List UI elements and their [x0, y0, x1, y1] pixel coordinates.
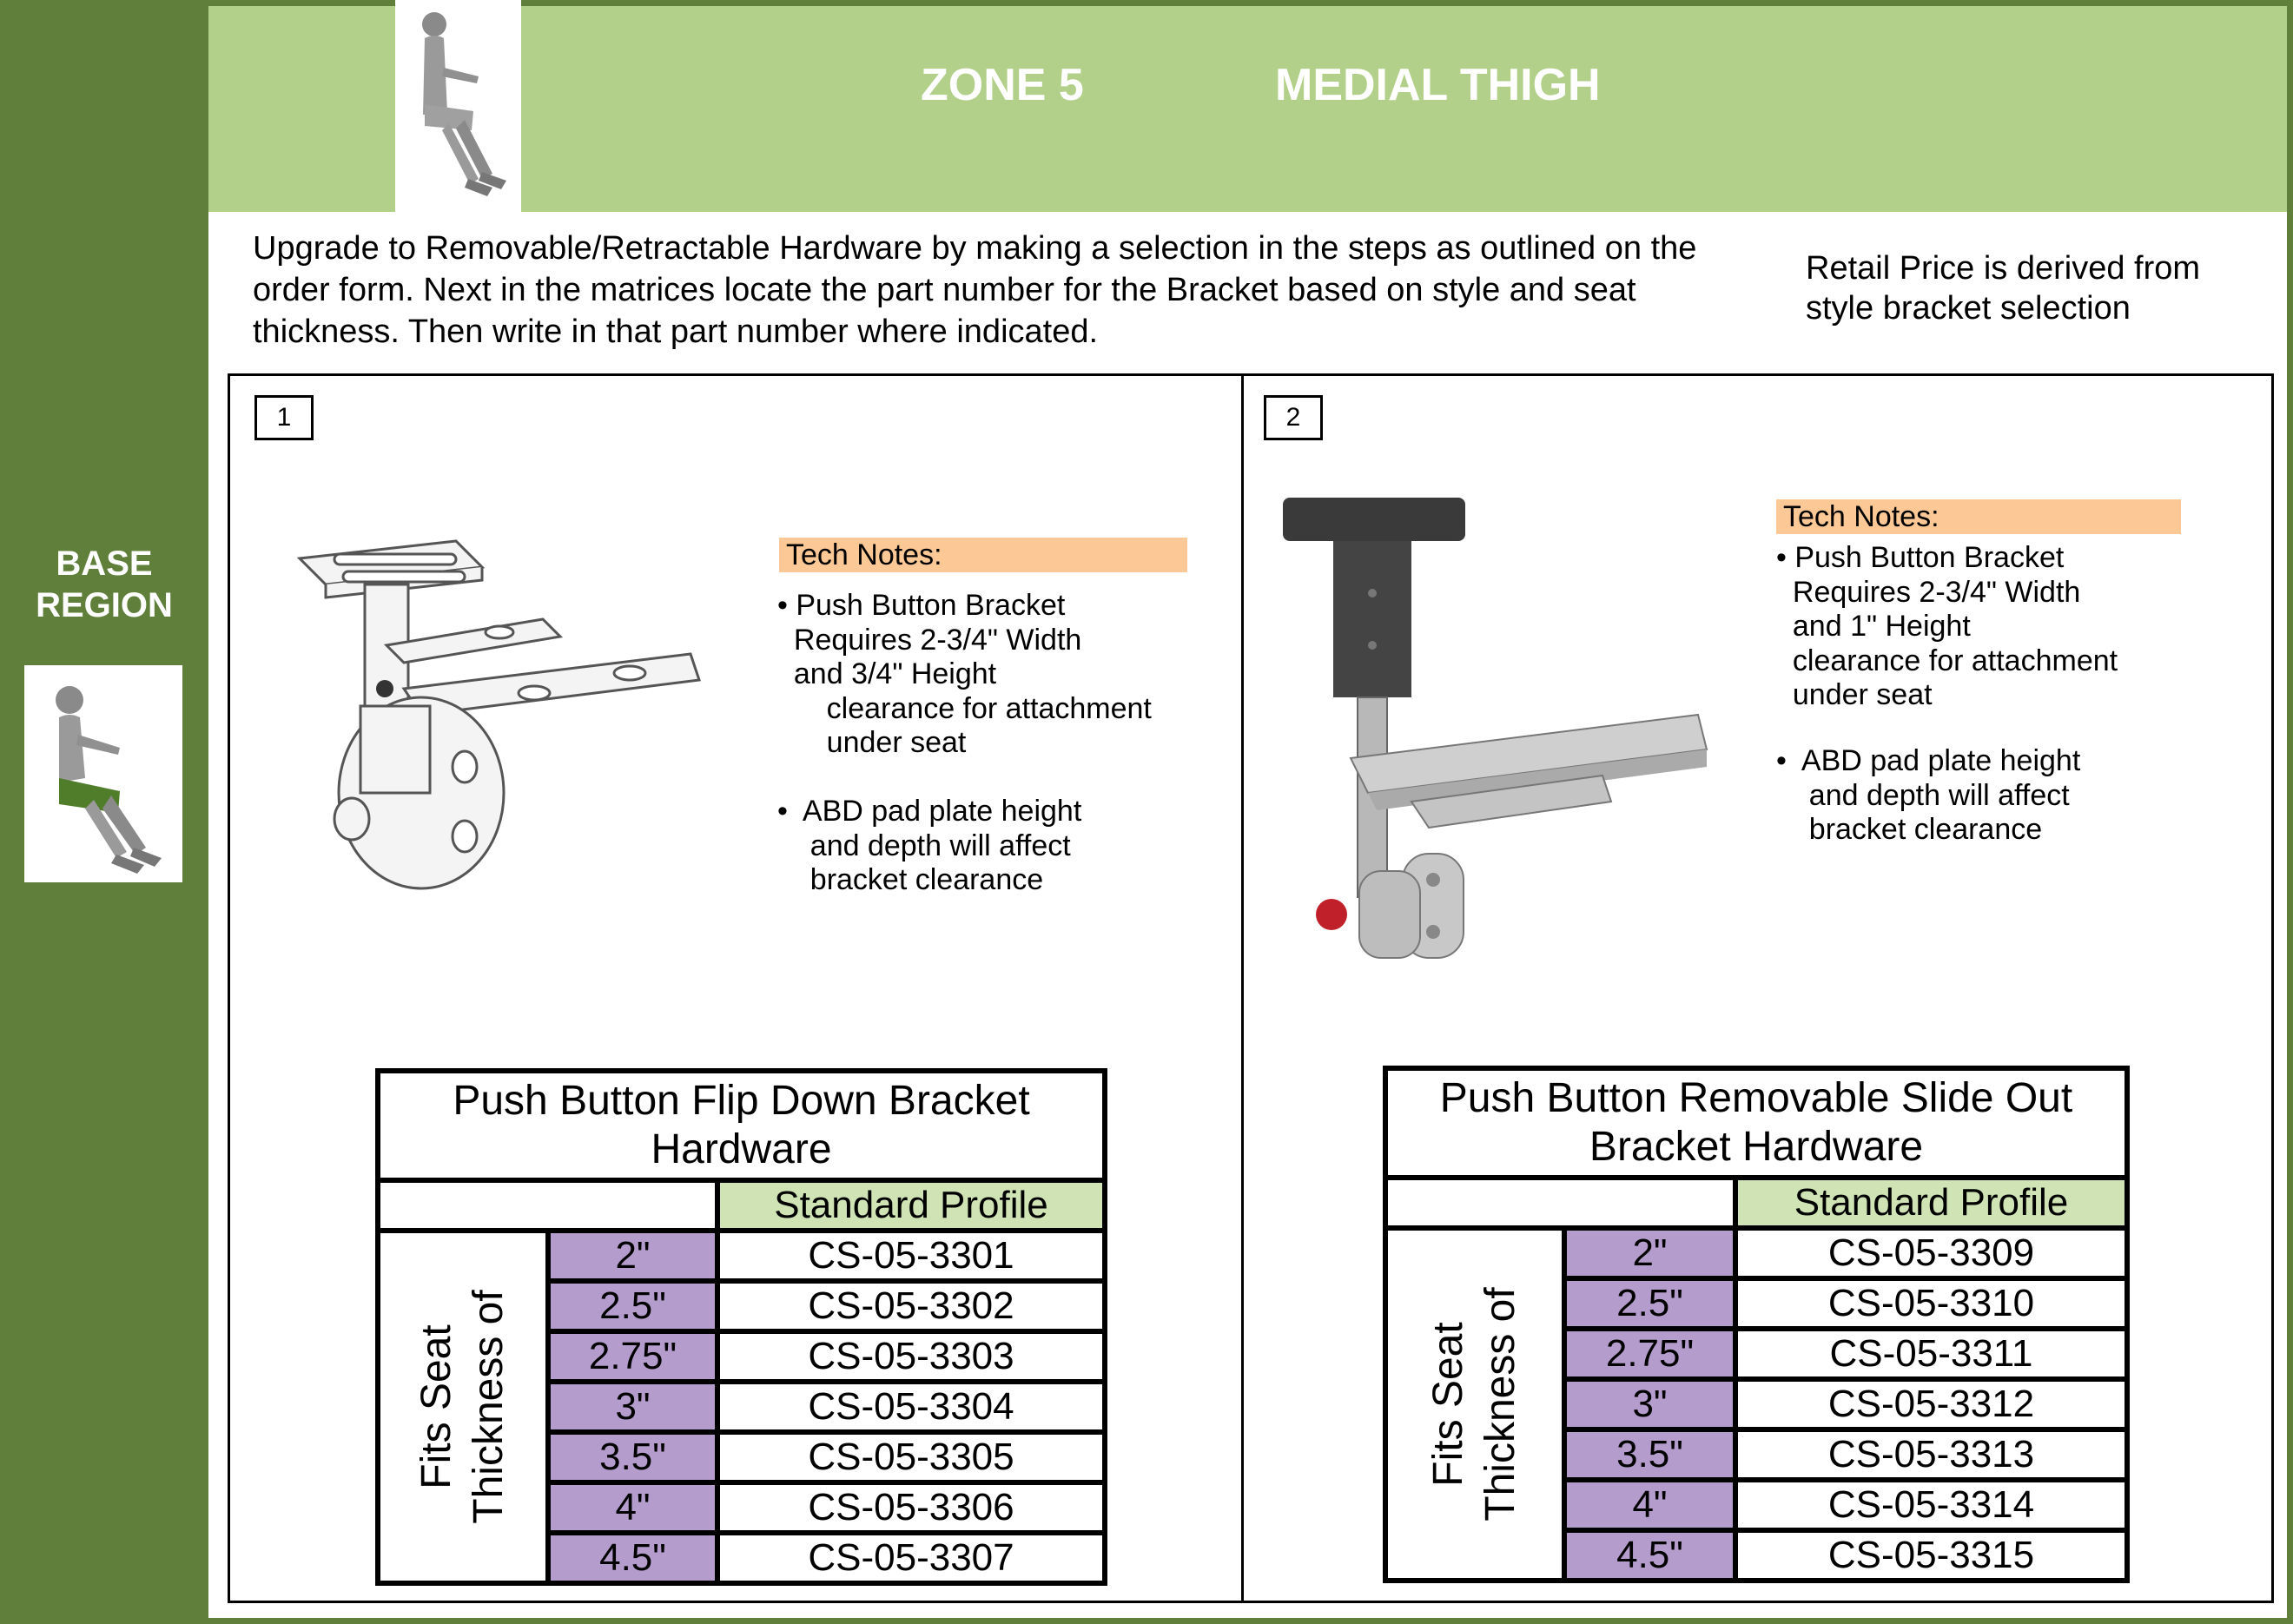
thickness-cell: 3" — [545, 1379, 720, 1435]
thickness-cell: 2.5" — [545, 1278, 720, 1334]
side-label-cell: Fits Seat Thickness of — [375, 1228, 551, 1586]
thickness-cell: 4.5" — [1562, 1528, 1738, 1583]
part-number-cell: CS-05-3310 — [1733, 1276, 2130, 1331]
blank-cell — [1383, 1175, 1738, 1231]
tech-note: • Push Button Bracket Requires 2-3/4" Wi… — [777, 589, 1152, 759]
thickness-cell: 4" — [1562, 1477, 1738, 1533]
part-number-cell: CS-05-3309 — [1733, 1225, 2130, 1281]
tech-note: • ABD pad plate height and depth will af… — [777, 795, 1082, 896]
thickness-cell: 4" — [545, 1480, 720, 1535]
thickness-cell: 2.5" — [1562, 1276, 1738, 1331]
seated-figure-icon — [24, 665, 182, 882]
step-number: 1 — [254, 395, 314, 440]
thickness-cell: 4.5" — [545, 1530, 720, 1586]
page-frame — [205, 0, 2293, 1624]
step-number: 2 — [1264, 395, 1323, 440]
part-number-cell: CS-05-3307 — [715, 1530, 1107, 1586]
price-note: Retail Price is derived from style brack… — [1806, 250, 2201, 327]
thickness-cell: 2.75" — [1562, 1326, 1738, 1382]
part-number-cell: CS-05-3306 — [715, 1480, 1107, 1535]
part-number-cell: CS-05-3303 — [715, 1329, 1107, 1384]
seated-figure-icon — [395, 0, 521, 212]
part-number-cell: CS-05-3315 — [1733, 1528, 2130, 1583]
panel-divider — [1241, 376, 1244, 1601]
table-title: Push Button Flip Down Bracket Hardware — [375, 1068, 1107, 1183]
part-number-cell: CS-05-3304 — [715, 1379, 1107, 1435]
part-number-cell: CS-05-3313 — [1733, 1427, 2130, 1482]
thickness-cell: 2.75" — [545, 1329, 720, 1384]
part-number-cell: CS-05-3311 — [1733, 1326, 2130, 1382]
blank-cell — [375, 1178, 720, 1233]
flip-down-bracket-image — [282, 489, 717, 941]
thickness-cell: 3" — [1562, 1376, 1738, 1432]
region-title: BASE REGION — [36, 545, 173, 624]
table-title: Push Button Removable Slide Out Bracket … — [1383, 1066, 2130, 1180]
slide-out-bracket-image — [1272, 472, 1759, 967]
thickness-cell: 2" — [545, 1228, 720, 1284]
bracket-panels: 1 Tech Notes — [228, 373, 2274, 1603]
header-bar — [208, 6, 2287, 212]
part-number-cell: CS-05-3302 — [715, 1278, 1107, 1334]
thickness-cell: 3.5" — [1562, 1427, 1738, 1482]
tech-notes-heading: Tech Notes: — [1776, 499, 2181, 534]
part-number-cell: CS-05-3301 — [715, 1228, 1107, 1284]
side-label-cell: Fits Seat Thickness of — [1383, 1225, 1567, 1583]
thickness-cell: 2" — [1562, 1225, 1738, 1281]
part-number-cell: CS-05-3305 — [715, 1429, 1107, 1485]
tech-note: • ABD pad plate height and depth will af… — [1776, 744, 2081, 846]
side-label: Fits Seat Thickness of — [413, 1290, 512, 1524]
part-number-cell: CS-05-3314 — [1733, 1477, 2130, 1533]
part-number-table: Push Button Flip Down Bracket Hardware S… — [375, 1068, 1107, 1586]
tech-note: • Push Button Bracket Requires 2-3/4" Wi… — [1776, 541, 2118, 711]
part-number-table: Push Button Removable Slide Out Bracket … — [1383, 1066, 2130, 1583]
side-label: Fits Seat Thickness of — [1425, 1287, 1523, 1522]
thickness-cell: 3.5" — [545, 1429, 720, 1485]
zone-number: ZONE 5 — [921, 60, 1084, 110]
profile-header: Standard Profile — [1733, 1175, 2130, 1231]
zone-name: MEDIAL THIGH — [1275, 60, 1601, 110]
profile-header: Standard Profile — [715, 1178, 1107, 1233]
instructions-text: Upgrade to Removable/Retractable Hardwar… — [253, 230, 1697, 350]
tech-notes-heading: Tech Notes: — [779, 538, 1187, 572]
part-number-cell: CS-05-3312 — [1733, 1376, 2130, 1432]
